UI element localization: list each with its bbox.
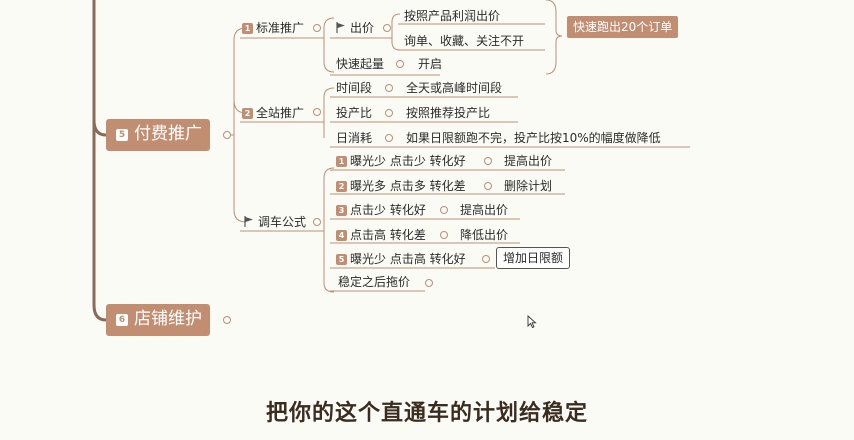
node-label: 付费推广 [134,124,202,144]
flag-icon [244,216,253,227]
collapse-circle-icon[interactable] [440,231,448,239]
collapse-circle-icon[interactable] [425,279,433,287]
video-subtitle: 把你的这个直通车的计划给稳定 [265,401,588,426]
node-paid-promotion[interactable]: 5 付费推广 [106,119,210,151]
collapse-circle-icon[interactable] [440,206,448,214]
collapse-circle-icon[interactable] [385,134,393,142]
number-badge: 3 [336,205,347,216]
collapse-circle-icon[interactable] [313,218,321,226]
number-badge: 5 [336,254,347,265]
roi-value[interactable]: 按照推荐投产比 [406,106,491,120]
mouse-cursor-icon [527,315,537,328]
collapse-circle-icon[interactable] [223,316,231,324]
bid-inquiry-off[interactable]: 询单、收藏、关注不开 [404,34,525,48]
collapse-circle-icon[interactable] [396,60,404,68]
collapse-circle-icon[interactable] [482,255,490,263]
rule-action[interactable]: 降低出价 [460,228,509,242]
node-bid[interactable]: 出价 [336,21,374,35]
number-badge: 6 [116,314,128,326]
collapse-circle-icon[interactable] [223,131,231,139]
collapse-circle-icon[interactable] [385,84,393,92]
node-roi[interactable]: 投产比 [336,106,373,120]
rule-action-selected[interactable]: 增加日限额 [496,247,571,269]
daily-spend-value[interactable]: 如果日限额跑不完，投产比按10%的幅度做降低 [406,131,661,145]
collapse-circle-icon[interactable] [484,157,492,165]
fast-ramp-on[interactable]: 开启 [418,57,443,71]
node-shop-maintenance[interactable]: 6 店铺维护 [106,304,210,336]
number-badge: 4 [336,230,347,241]
node-tuning-formula[interactable]: 调车公式 [244,215,306,229]
time-slot-value[interactable]: 全天或高峰时间段 [406,81,503,95]
node-fast-ramp[interactable]: 快速起量 [336,57,385,71]
number-badge: 5 [116,129,128,141]
rule-action[interactable]: 提高出价 [460,203,509,217]
tag-fast-20-orders[interactable]: 快速跑出20个订单 [567,16,679,38]
node-time-slot[interactable]: 时间段 [336,81,373,95]
number-badge: 2 [336,181,347,192]
rule-action[interactable]: 提高出价 [504,154,553,168]
bid-by-profit[interactable]: 按照产品利润出价 [404,9,501,23]
flag-icon [336,22,345,33]
collapse-circle-icon[interactable] [313,24,321,32]
number-badge: 2 [242,108,253,119]
number-badge: 1 [242,23,253,34]
number-badge: 1 [336,156,347,167]
node-daily-spend[interactable]: 日消耗 [336,131,373,145]
collapse-circle-icon[interactable] [313,108,321,116]
collapse-circle-icon[interactable] [385,109,393,117]
node-label: 店铺维护 [134,309,202,329]
rule-action[interactable]: 删除计划 [504,179,553,193]
collapse-circle-icon[interactable] [484,182,492,190]
collapse-circle-icon[interactable] [383,24,391,32]
rule-item-stable[interactable]: 稳定之后拖价 [338,275,411,289]
